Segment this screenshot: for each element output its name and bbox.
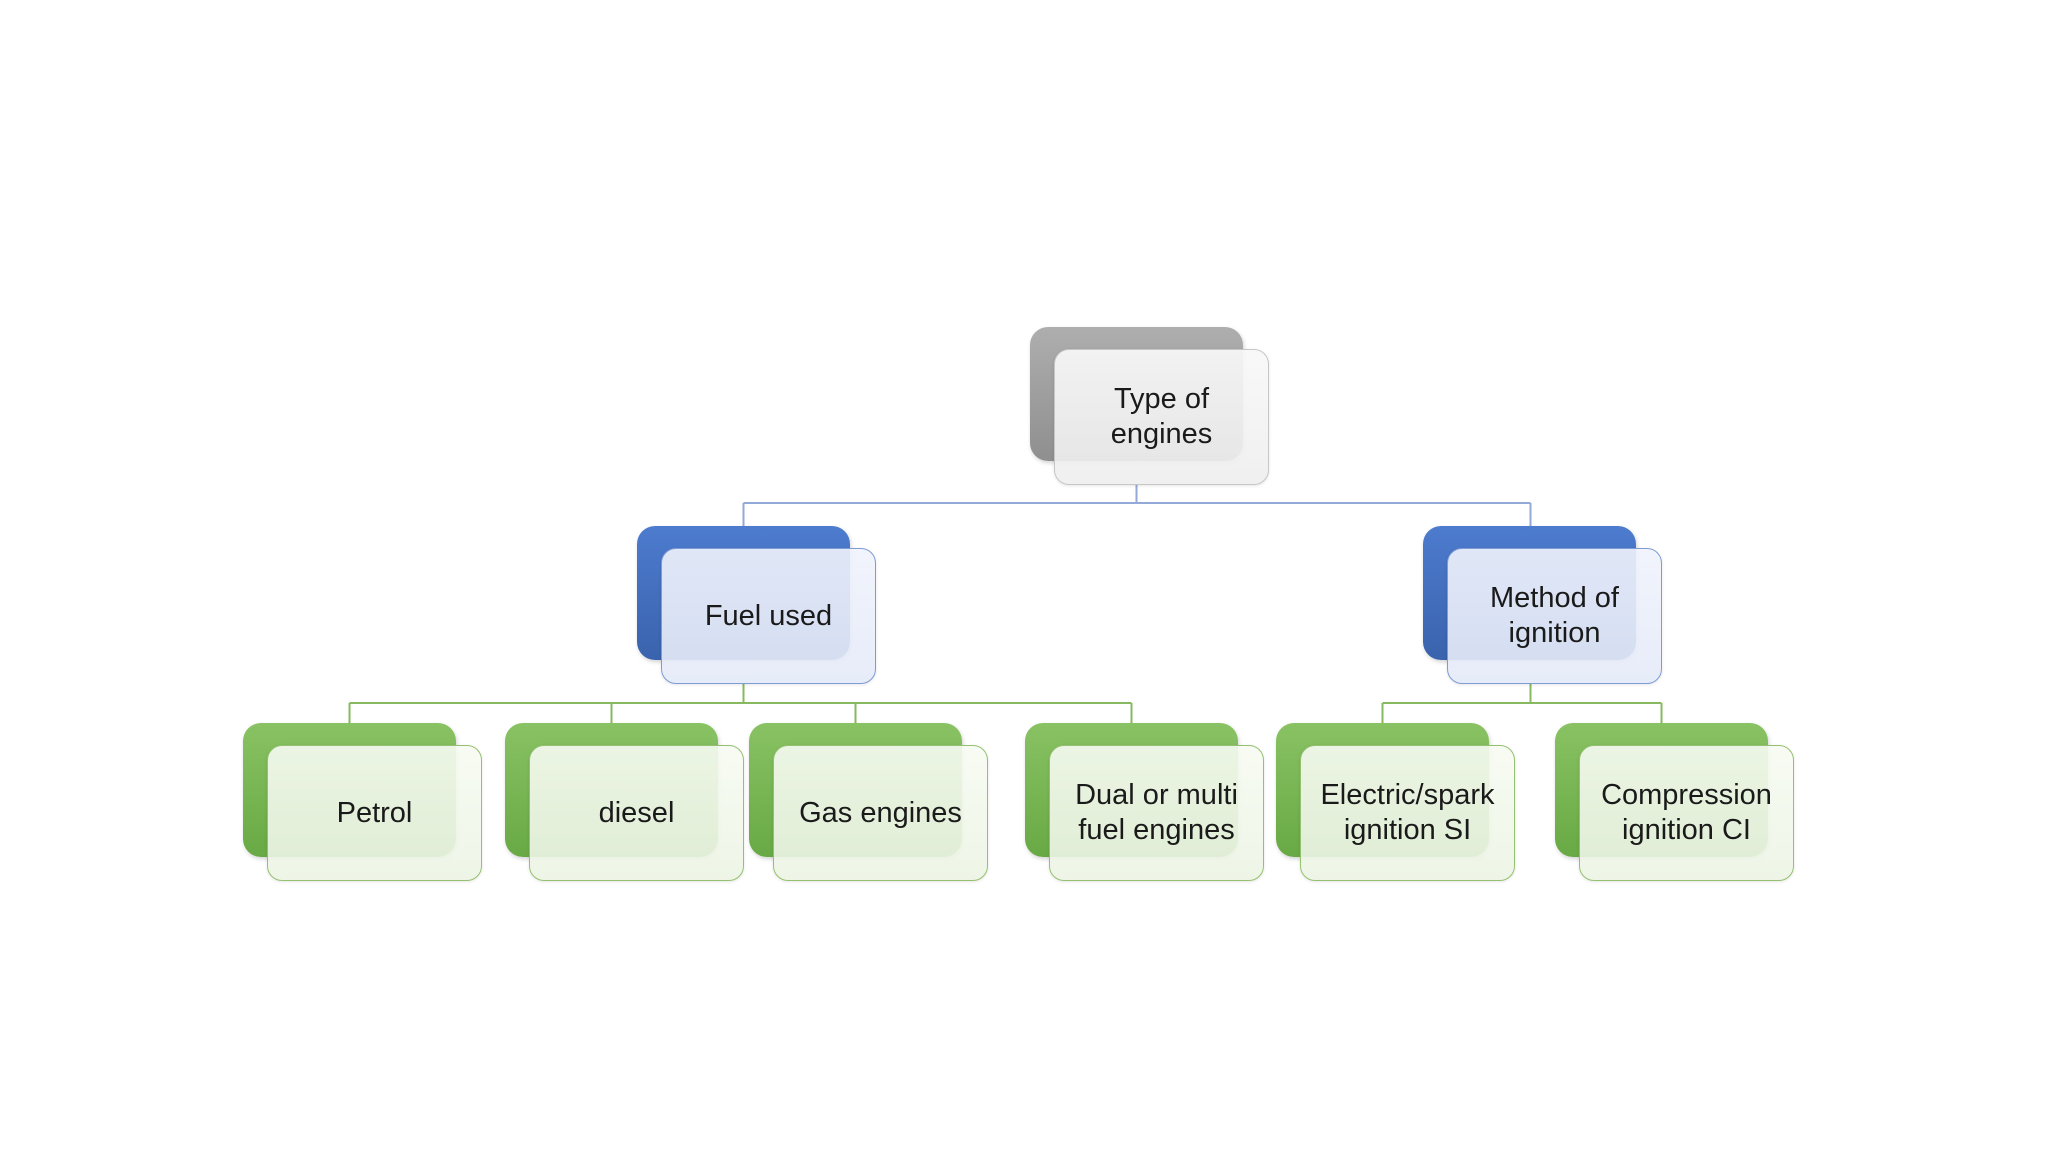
node-type-of-engines-label: Type of engines (1110, 383, 1213, 450)
node-petrol-box: Petrol (267, 745, 482, 881)
node-fuel-used-box: Fuel used (661, 548, 876, 684)
node-dual-or-multi-fuel-engines[interactable]: Dual or multi fuel engines (1025, 723, 1264, 881)
node-dual-or-multi-fuel-engines-box: Dual or multi fuel engines (1049, 745, 1264, 881)
node-compression-ignition-ci-box: Compression ignition CI (1579, 745, 1794, 881)
node-method-of-ignition-label: Method of ignition (1490, 582, 1619, 649)
node-gas-engines-label: Gas engines (799, 796, 962, 829)
node-gas-engines-box: Gas engines (773, 745, 988, 881)
node-electric-spark-ignition-si-label: Electric/spark ignition SI (1320, 779, 1495, 846)
node-compression-ignition-ci-label: Compression ignition CI (1601, 779, 1772, 846)
node-type-of-engines[interactable]: Type of engines (1030, 327, 1269, 485)
node-diesel-box: diesel (529, 745, 744, 881)
node-compression-ignition-ci[interactable]: Compression ignition CI (1555, 723, 1794, 881)
node-fuel-used[interactable]: Fuel used (637, 526, 876, 684)
node-type-of-engines-box: Type of engines (1054, 349, 1269, 485)
node-method-of-ignition[interactable]: Method of ignition (1423, 526, 1662, 684)
node-diesel[interactable]: diesel (505, 723, 744, 881)
node-gas-engines[interactable]: Gas engines (749, 723, 988, 881)
node-dual-or-multi-fuel-engines-label: Dual or multi fuel engines (1075, 779, 1238, 846)
node-electric-spark-ignition-si[interactable]: Electric/spark ignition SI (1276, 723, 1515, 881)
node-diesel-label: diesel (598, 796, 675, 829)
node-petrol-label: Petrol (336, 796, 413, 829)
node-electric-spark-ignition-si-box: Electric/spark ignition SI (1300, 745, 1515, 881)
node-fuel-used-label: Fuel used (704, 599, 833, 632)
node-petrol[interactable]: Petrol (243, 723, 482, 881)
node-method-of-ignition-box: Method of ignition (1447, 548, 1662, 684)
